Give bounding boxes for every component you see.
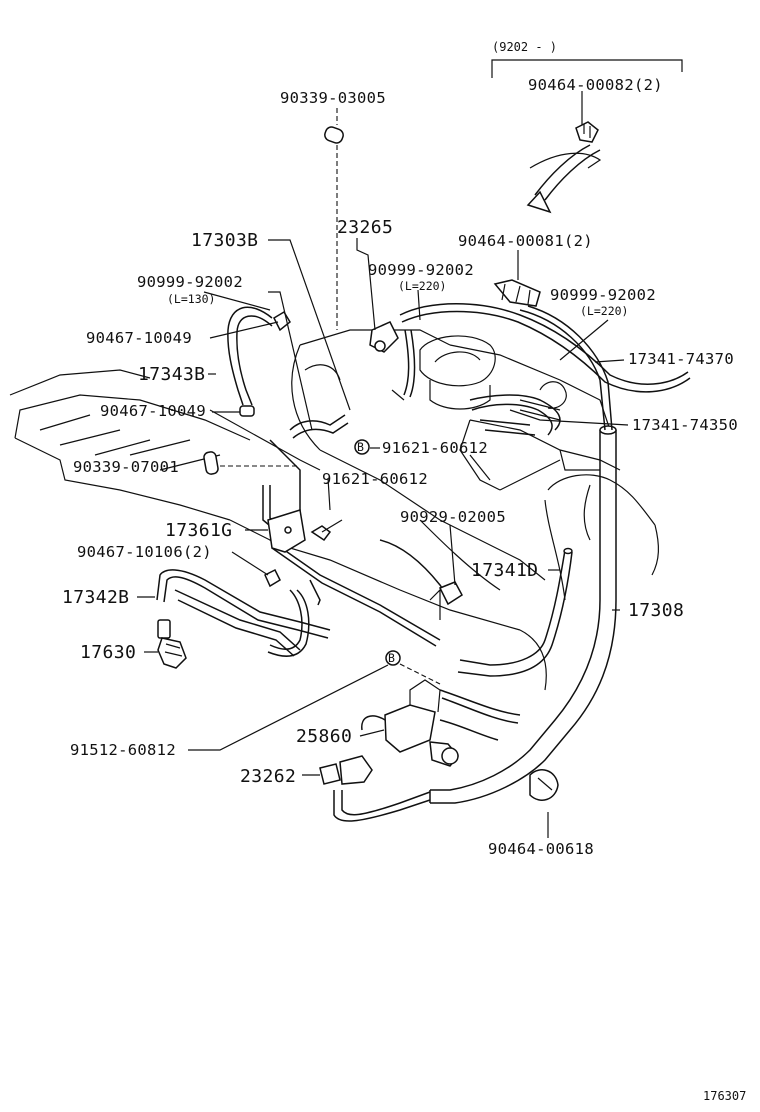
label-90464-00081: 90464-00081(2) [458,232,593,250]
label-90467-10049-a: 90467-10049 [86,329,192,347]
label-length-220-a: (L=220) [398,279,446,293]
label-length-220-b: (L=220) [580,304,628,318]
label-17342B: 17342B [62,587,129,608]
label-23262: 23262 [240,766,296,787]
label-91621-60612-b: 91621-60612 [322,470,428,488]
marker-b-group: B B [354,439,401,666]
label-90464-00082: 90464-00082(2) [528,76,663,94]
label-17341-74370: 17341-74370 [628,350,734,368]
label-90339-07001: 90339-07001 [73,458,179,476]
label-23265: 23265 [337,217,393,238]
main-vacuum-hose-17308 [429,425,617,804]
label-90467-10106: 90467-10106(2) [77,543,212,561]
production-date-bracket [491,59,683,214]
clamps-and-fittings [157,121,599,822]
label-91512-60812: 91512-60812 [70,741,176,759]
hose-group-upper [399,303,691,436]
label-90467-10049-b: 90467-10049 [100,402,206,420]
label-length-130: (L=130) [167,292,215,306]
engine-outline [9,329,659,691]
label-90929-02005: 90929-02005 [400,508,506,526]
label-17303B: 17303B [191,230,258,251]
label-17308: 17308 [628,600,684,621]
figure-code: 176307 [703,1089,746,1103]
hose-group-left [156,306,451,657]
label-date-range: (9202 - ) [492,40,557,54]
label-90339-03005: 90339-03005 [280,89,386,107]
marker-b-lower: B [388,651,395,665]
marker-b-upper: B [357,440,364,454]
label-90999-92002-b: 90999-92002 [368,261,474,279]
label-90464-00618: 90464-00618 [488,840,594,858]
label-91621-60612-a: 91621-60612 [382,439,488,457]
label-17343B: 17343B [138,364,205,385]
label-90999-92002-c: 90999-92002 [550,286,656,304]
leader-lines [137,91,629,838]
label-90999-92002-a: 90999-92002 [137,273,243,291]
label-17361G: 17361G [165,520,232,541]
label-17341D: 17341D [471,560,538,581]
label-17341-74350: 17341-74350 [632,416,738,434]
label-25860: 25860 [296,726,352,747]
label-17630: 17630 [80,642,136,663]
part-labels: (9202 - ) 90464-00082(2) 90339-03005 232… [62,40,746,1103]
